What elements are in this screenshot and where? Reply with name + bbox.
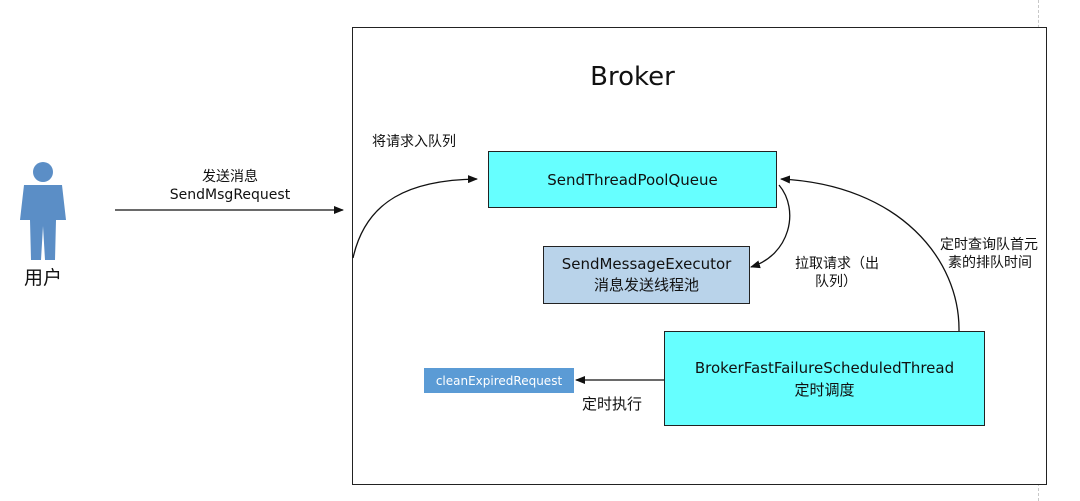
executor-box-line1: SendMessageExecutor: [561, 255, 732, 273]
clean-box-label: cleanExpiredRequest: [435, 373, 563, 388]
enqueue-arrow: [352, 175, 478, 259]
broker-fast-failure-scheduled-thread-box: BrokerFastFailureScheduledThread 定时调度: [664, 331, 985, 426]
send-message-executor-box: SendMessageExecutor 消息发送线程池: [543, 246, 750, 304]
user-icon: [20, 162, 66, 260]
user-label: 用户: [23, 267, 62, 289]
clean-expired-request-box: cleanExpiredRequest: [424, 368, 574, 393]
query-head-line1: 定时查询队首元: [940, 237, 1038, 253]
query-head-arrow: [780, 175, 960, 332]
send-message-line1: 发送消息: [202, 169, 258, 185]
queue-box-label: SendThreadPoolQueue: [547, 170, 718, 189]
executor-box-line2: 消息发送线程池: [593, 276, 699, 294]
scheduler-box-line1: BrokerFastFailureScheduledThread: [694, 358, 955, 377]
broker-title: Broker: [590, 62, 675, 92]
scheduler-box-line2: 定时调度: [794, 380, 855, 399]
query-head-label: 定时查询队首元 素的排队时间: [940, 236, 1038, 272]
pull-request-arrow: [750, 184, 791, 269]
send-message-label: 发送消息 SendMsgRequest: [150, 168, 310, 204]
pull-request-label: 拉取请求（出 队列）: [795, 255, 879, 291]
enqueue-label: 将请求入队列: [372, 134, 456, 150]
send-message-line2: SendMsgRequest: [169, 187, 291, 203]
send-thread-pool-queue-box: SendThreadPoolQueue: [488, 151, 777, 208]
pull-request-line1: 拉取请求（出: [795, 256, 879, 272]
query-head-line2: 素的排队时间: [948, 255, 1032, 271]
timed-exec-label: 定时执行: [582, 395, 643, 413]
pull-request-line2: 队列）: [815, 274, 857, 290]
